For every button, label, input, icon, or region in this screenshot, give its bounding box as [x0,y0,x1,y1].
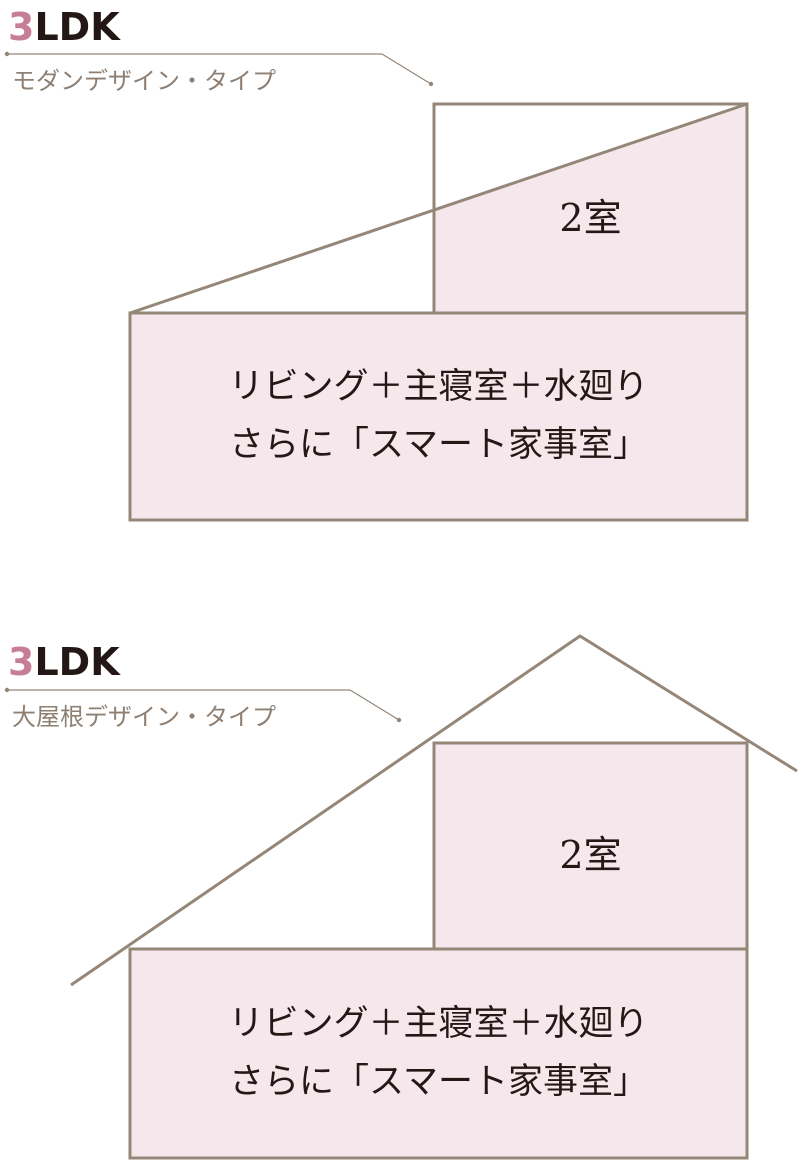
gable-roof-line [70,634,798,987]
lower-room-box [128,947,749,1160]
lower-room-box [128,311,749,522]
sloped-roof-line [129,102,748,315]
lower-room-label: リビング＋主寝室＋水廻り さらに「スマート家事室」 [130,358,747,474]
lower-room-label: リビング＋主寝室＋水廻り さらに「スマート家事室」 [130,995,747,1111]
plan-title-suffix: LDK [34,640,120,684]
plan-title-number: 3 [8,5,35,49]
leader-end-dot [396,717,402,723]
gable-house-drawing [4,634,798,1160]
plan-title: 3LDK [8,643,120,681]
plan-title-suffix: LDK [34,5,120,49]
leader-line [7,53,432,85]
lower-room-line1: リビング＋主寝室＋水廻り [228,1004,649,1044]
lower-room-line1: リビング＋主寝室＋水廻り [228,367,649,407]
upper-room-box [432,741,749,951]
plan-subtitle: モダンデザイン・タイプ [12,67,276,95]
modern-house-drawing [4,51,749,522]
plan-title-number: 3 [8,640,35,684]
upper-room-label: 2室 [559,833,622,877]
modern-design-diagram: 3LDK モダンデザイン・タイプ 2室 リビング＋主寝室＋水廻り さらに「スマー… [0,0,800,560]
plan-title: 3LDK [8,8,120,46]
large-roof-design-diagram: 3LDK 大屋根デザイン・タイプ 2室 リビング＋主寝室＋水廻り さらに「スマー… [0,600,800,1162]
upper-room-label: 2室 [559,196,622,240]
leader-line [7,689,400,721]
lower-room-line2: さらに「スマート家事室」 [229,1062,648,1102]
lower-room-line2: さらに「スマート家事室」 [229,425,648,465]
plan-subtitle: 大屋根デザイン・タイプ [12,703,276,731]
leader-end-dot [428,81,434,87]
